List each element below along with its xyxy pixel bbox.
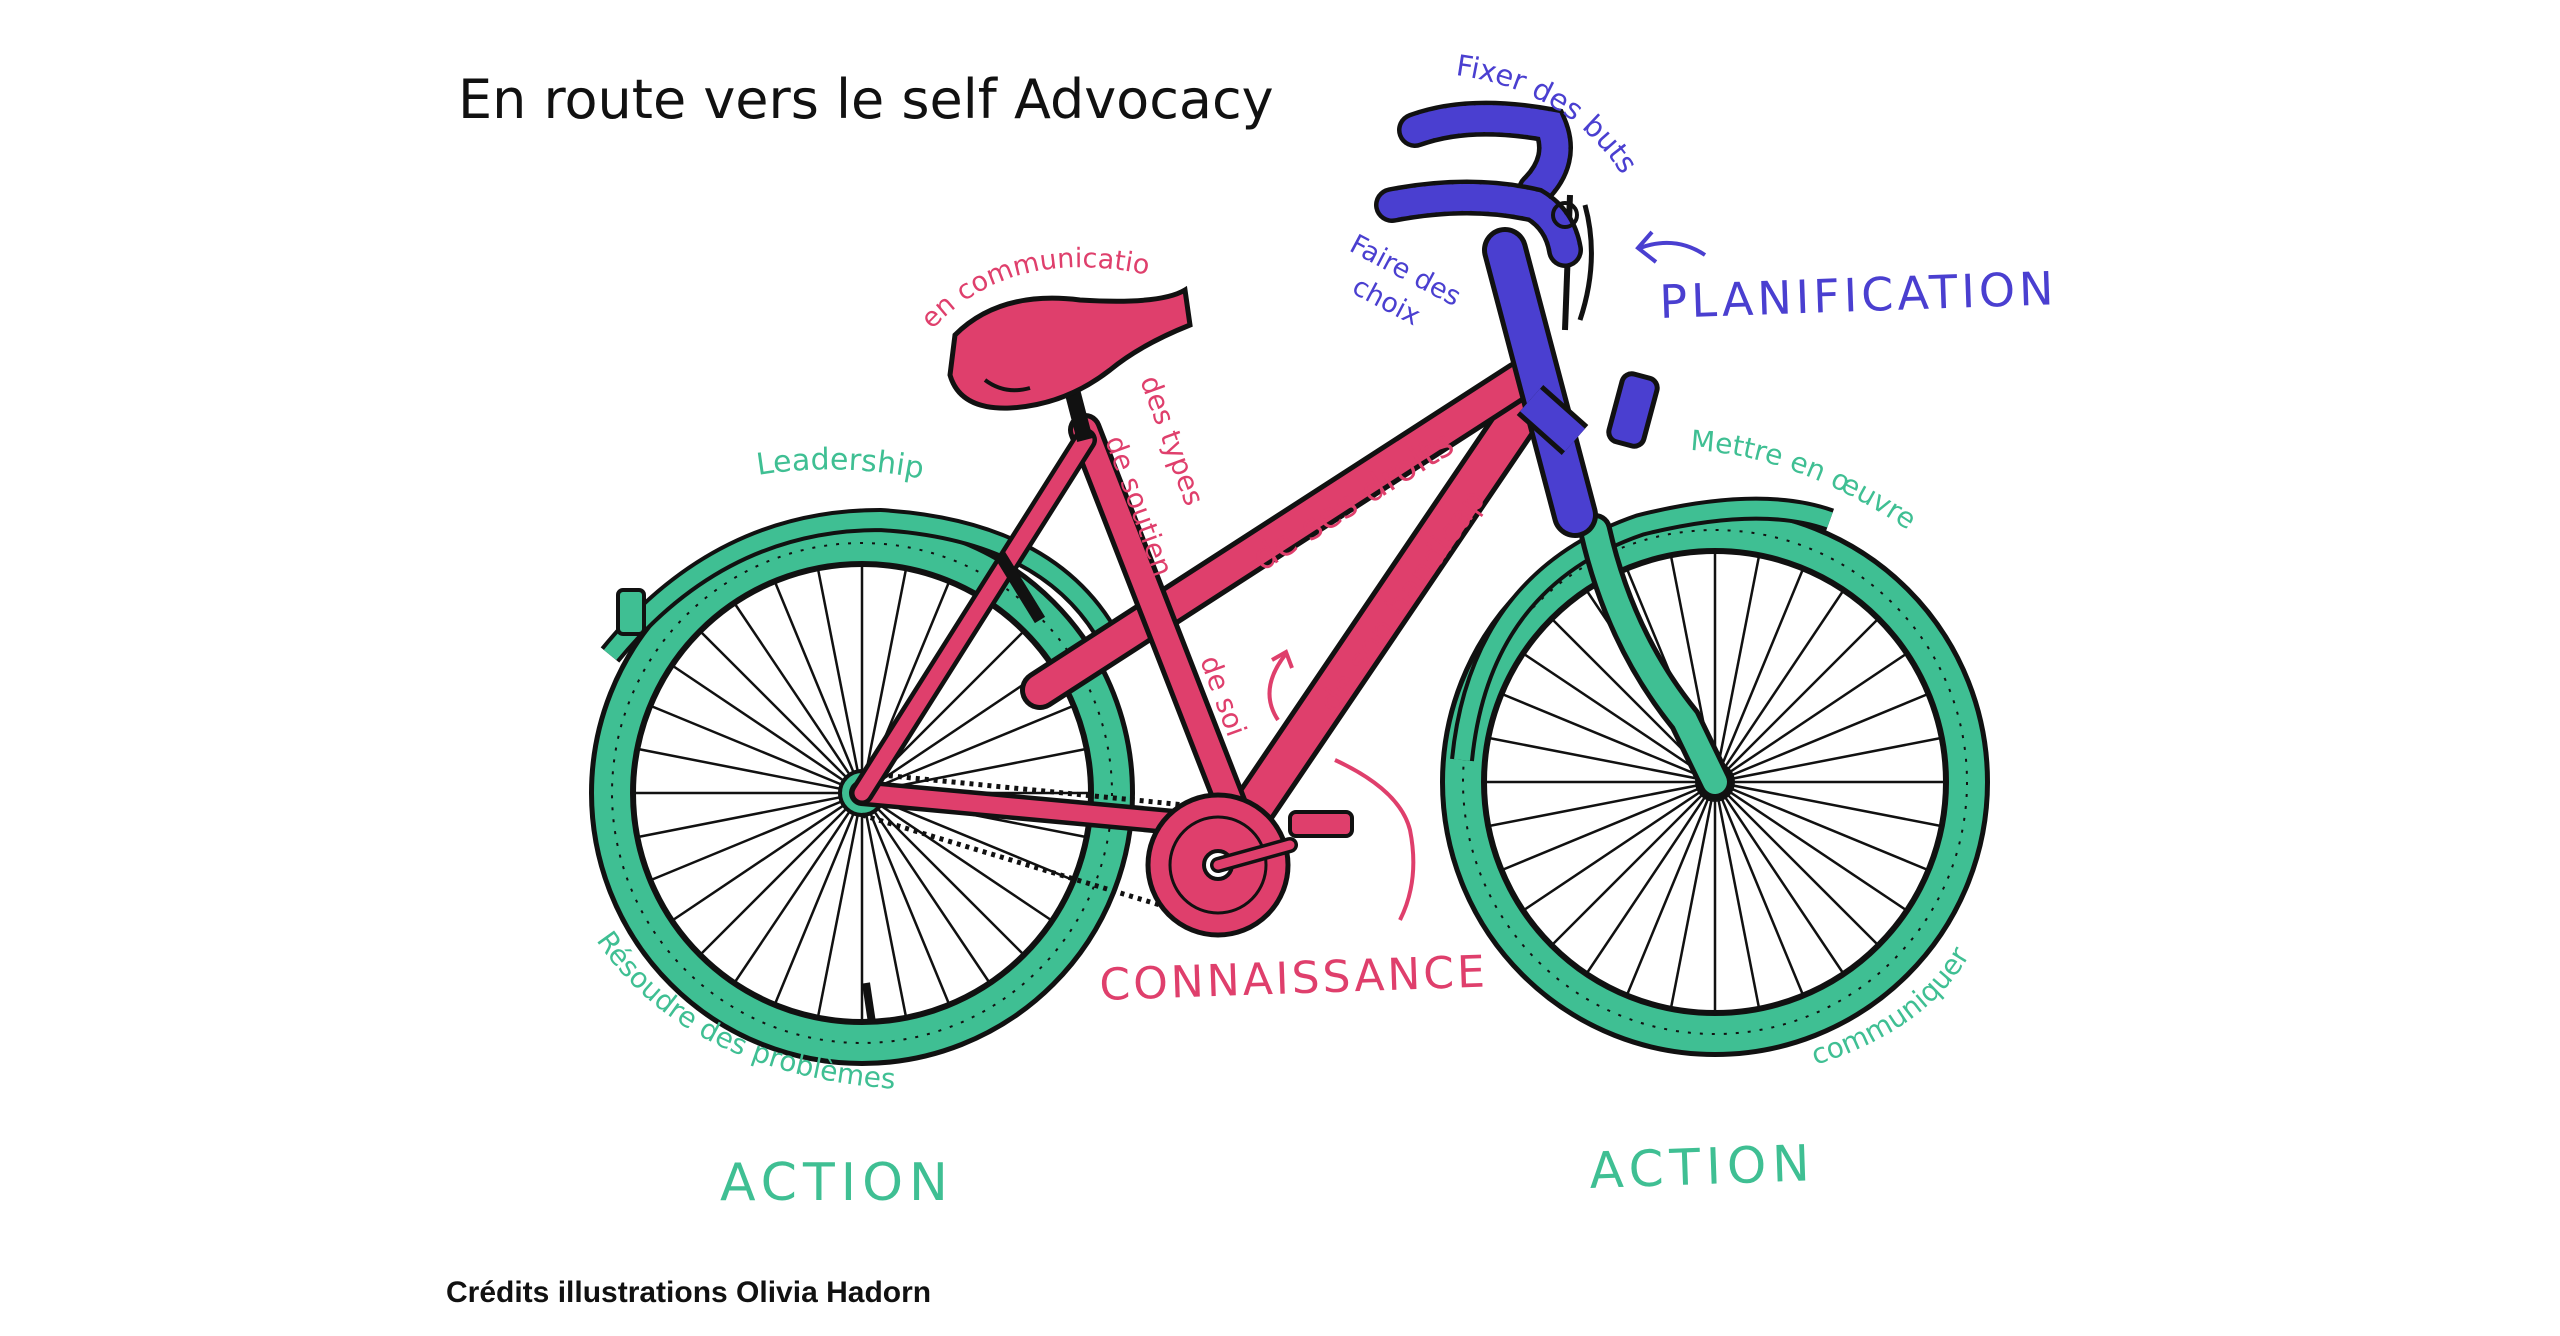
label-action-right: ACTION [1588, 1134, 1816, 1200]
label-en-communication: en communication [0, 0, 1152, 335]
label-leadership: Leadership [754, 442, 927, 486]
chain [861, 770, 1216, 908]
label-action-left: ACTION [720, 1153, 954, 1213]
planification-arrow [1635, 230, 1707, 264]
pedal [1288, 810, 1354, 838]
connaissance-arrow [1267, 649, 1416, 921]
bike-frame [849, 360, 1553, 851]
label-connaissance: CONNAISSANCE [1099, 946, 1489, 1011]
page-title: En route vers le self Advocacy [458, 68, 1274, 131]
crankset [1145, 792, 1354, 938]
saddle [947, 285, 1193, 411]
head-tube [1482, 227, 1598, 538]
handlebars [1374, 100, 1583, 268]
credits: Crédits illustrations Olivia Hadorn [446, 1276, 932, 1309]
rear-reflector [616, 588, 646, 636]
label-planification: PLANIFICATION [1658, 261, 2058, 329]
headlight [1606, 371, 1660, 449]
